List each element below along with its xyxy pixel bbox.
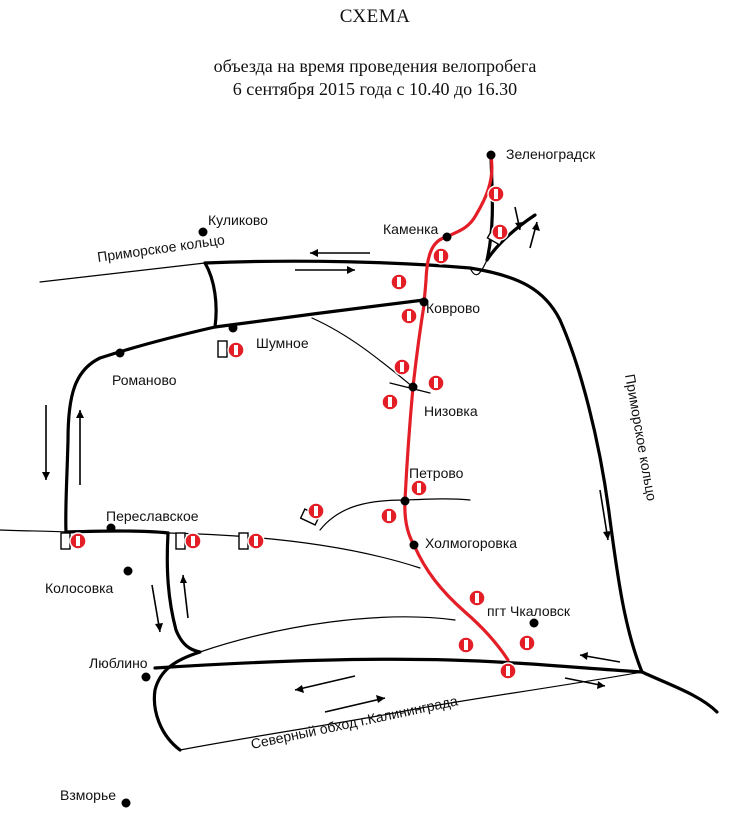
direction-arrow-icon (324, 695, 386, 713)
place-label-zelenogradsk: Зеленоградск (506, 146, 596, 162)
settlement-dot-icon (442, 232, 452, 242)
map-title: СХЕМА (339, 6, 411, 27)
settlement-dot-icon (529, 618, 539, 628)
direction-arrow-icon (564, 677, 606, 689)
settlement-dot-icon (409, 540, 419, 550)
no-entry-sign-icon (518, 634, 536, 652)
no-entry-sign-icon (457, 636, 475, 654)
settlement-dot-icon (123, 566, 133, 576)
road-label-northern-bypass: Северный обход г.Калининграда (249, 692, 459, 752)
no-entry-sign-icon (69, 532, 87, 550)
no-entry-sign-icon (390, 273, 408, 291)
road-kovrovo-nizovka (311, 317, 414, 388)
settlement-dot-icon (121, 798, 131, 808)
settlement-dot-icon (419, 297, 429, 307)
road-pereslavskoe-kholmogorovka (167, 532, 421, 569)
no-entry-sign-icon (400, 307, 418, 325)
place-label-pereslavskoe: Переславское (106, 508, 199, 524)
direction-arrow-icon (310, 249, 370, 257)
place-label-kamenka: Каменка (383, 221, 439, 237)
direction-arrow-icon (295, 266, 355, 274)
no-entry-sign-icon (184, 532, 202, 550)
settlement-dot-icon (486, 150, 496, 160)
road-label-primorskoe-ring-right: Приморское кольцо (622, 373, 660, 503)
settlement-dot-icon (141, 672, 151, 682)
place-label-kholmogorovka: Холмогоровка (425, 535, 517, 551)
settlement-dot-icon (228, 323, 238, 333)
road-barrier-icon (60, 532, 71, 550)
settlements (106, 150, 539, 808)
no-entry-sign-icon (432, 247, 450, 265)
place-label-vzmorye: Взморье (60, 787, 116, 803)
place-label-kovrovo: Коврово (426, 300, 480, 316)
no-entry-sign-icon (499, 662, 517, 680)
northern-bypass-road (153, 657, 644, 674)
road-petrovo-west (319, 499, 406, 531)
no-entry-sign-icon (381, 393, 399, 411)
road-barrier-icon (217, 340, 228, 358)
direction-arrow-icon (42, 405, 50, 480)
cycling-route (403, 155, 510, 662)
direction-arrow-icon (151, 584, 163, 633)
road-pereslavskoe-west (0, 529, 67, 533)
map-subtitle-line-2: 6 сентября 2015 года с 10.40 до 16.30 (232, 79, 518, 99)
place-label-chkalovsk: пгт Чкаловск (487, 603, 571, 619)
settlement-dot-icon (408, 382, 418, 392)
road-petrovo-east (404, 498, 471, 501)
road-chkalovsk-south (199, 616, 456, 653)
place-labels: Зеленоградск Каменка Куликово Коврово Шу… (45, 146, 596, 803)
no-entry-sign-icon (491, 223, 509, 241)
settlement-dot-icon (115, 348, 125, 358)
no-entry-sign-icon (247, 532, 265, 550)
road-west-primorskoe (39, 262, 206, 283)
no-entry-sign-icon (227, 341, 245, 359)
place-label-petrovo: Петрово (409, 465, 464, 481)
no-entry-sign-icon (468, 589, 486, 607)
road-barrier-icon (238, 532, 249, 550)
direction-arrow-icon (599, 489, 611, 541)
settlement-dot-icon (198, 227, 208, 237)
road-label-primorskoe-ring-top: Приморское кольцо (96, 231, 226, 265)
road-south-west-loop (152, 531, 202, 752)
no-entry-sign-icon (487, 185, 505, 203)
road-barrier-icon (175, 532, 186, 550)
place-label-kulikovo: Куликово (208, 212, 268, 228)
direction-arrow-icon (294, 675, 356, 693)
settlement-dot-icon (400, 496, 410, 506)
road-pereslavskoe (64, 529, 170, 535)
direction-arrow-icon (76, 410, 84, 485)
place-label-lyublino: Люблино (89, 655, 148, 671)
road-west-loop (64, 261, 218, 534)
direction-arrow-icon (529, 221, 540, 249)
road-shumnoe-kovrovo (213, 298, 426, 329)
direction-arrow-icon (579, 652, 621, 663)
place-label-shumnoe: Шумное (256, 335, 309, 351)
direction-arrow-icon (514, 206, 523, 231)
direction-arrows (42, 206, 621, 713)
road-zelenogradsk-east (485, 155, 537, 262)
direction-arrow-icon (180, 574, 189, 619)
road-labels: Приморское кольцо Приморское кольцо Севе… (96, 231, 660, 752)
place-label-nizovka: Низовка (424, 403, 478, 419)
settlement-dot-icon (106, 523, 116, 533)
no-entry-sign-icon (393, 358, 411, 376)
place-label-romanovo: Романово (112, 372, 177, 388)
no-entry-sign-icon (307, 502, 325, 520)
road-south-sea (179, 671, 643, 751)
road-kamenka-fork (469, 259, 488, 276)
no-entry-sign-icon (380, 507, 398, 525)
no-entry-sign-icon (427, 374, 445, 392)
map-subtitle-line-1: объезда на время проведения велопробега (213, 56, 537, 76)
no-entry-sign-icon (410, 479, 428, 497)
no-entry-signs (69, 185, 536, 680)
place-label-kolosovka: Колосовка (45, 580, 114, 596)
